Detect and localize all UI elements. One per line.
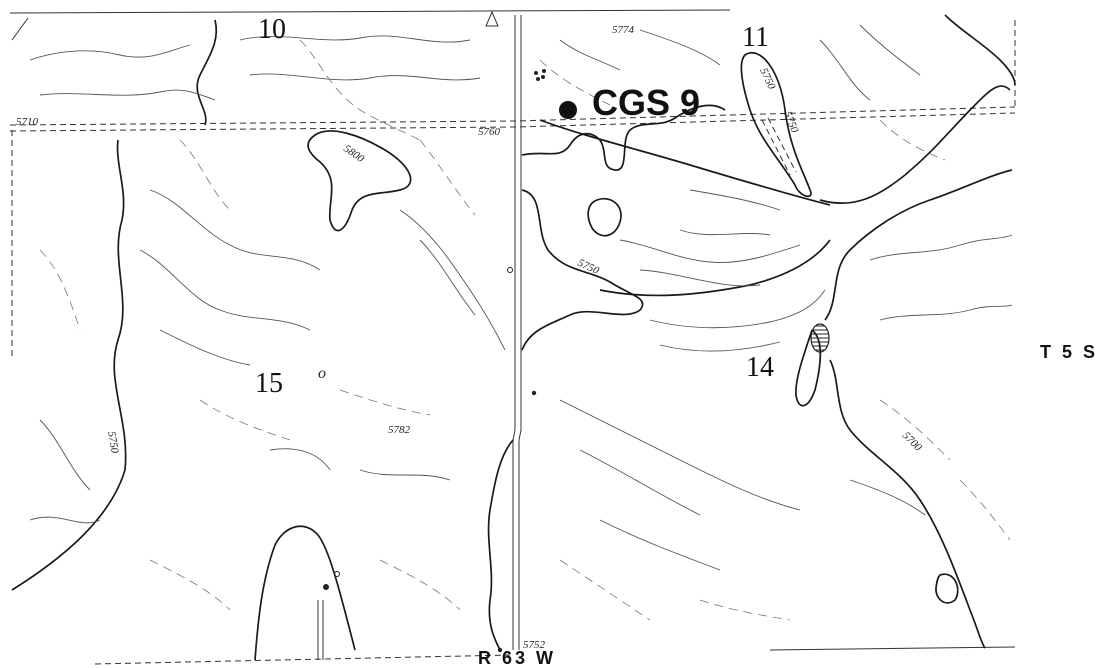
dot-icon xyxy=(541,75,545,79)
section-labels: 10 11 15 14 xyxy=(255,14,774,399)
east-west-road xyxy=(9,106,1016,132)
elevation-labels: 5710 5760 5774 5800 5750 5750 5750 5782 … xyxy=(16,24,924,651)
elevation-label: 5700 xyxy=(900,430,924,454)
minor-mark: o xyxy=(318,365,326,382)
dot-icon xyxy=(534,71,538,75)
small-circle-icon xyxy=(334,571,340,577)
pond-icon xyxy=(810,323,830,353)
north-south-road xyxy=(317,15,522,660)
elevation-label: 5750 xyxy=(781,110,801,135)
dot-icon xyxy=(531,390,537,396)
section-label-11: 11 xyxy=(742,22,769,53)
minor-contours xyxy=(29,24,1013,571)
point-features xyxy=(323,10,577,653)
range-label: R 63 W xyxy=(478,648,556,668)
well-label: CGS 9 xyxy=(592,82,700,123)
elevation-label: 5710 xyxy=(16,116,39,128)
township-label: T 5 S xyxy=(1040,342,1098,362)
elevation-label: 5800 xyxy=(341,143,366,166)
section-label-10: 10 xyxy=(258,14,286,45)
elevation-label: 5750 xyxy=(105,430,121,454)
index-contours xyxy=(11,14,1016,661)
small-circle-icon xyxy=(507,267,513,273)
nw-corner-tick xyxy=(11,17,29,41)
elevation-label: 5774 xyxy=(612,24,635,36)
section-boundaries xyxy=(9,9,1016,665)
drainage-channel xyxy=(761,117,797,176)
dot-icon xyxy=(497,647,503,653)
elevation-label: 5752 xyxy=(523,639,546,651)
top-boundary xyxy=(9,9,731,14)
well-marker-icon xyxy=(559,101,577,119)
tree-icon xyxy=(485,10,499,27)
elevation-label: 5760 xyxy=(478,126,501,138)
elevation-label: 5750 xyxy=(576,257,601,277)
bottom-boundary-east xyxy=(769,646,1016,651)
section-label-14: 14 xyxy=(746,352,774,383)
dot-icon xyxy=(323,584,329,590)
dot-icon xyxy=(536,77,540,81)
dashed-contours xyxy=(39,39,1011,621)
dot-icon xyxy=(542,69,546,73)
elevation-label: 5782 xyxy=(388,424,411,436)
elevation-label: 5750 xyxy=(757,66,777,91)
section-label-15: 15 xyxy=(255,368,283,399)
bottom-boundary-west xyxy=(94,654,511,665)
